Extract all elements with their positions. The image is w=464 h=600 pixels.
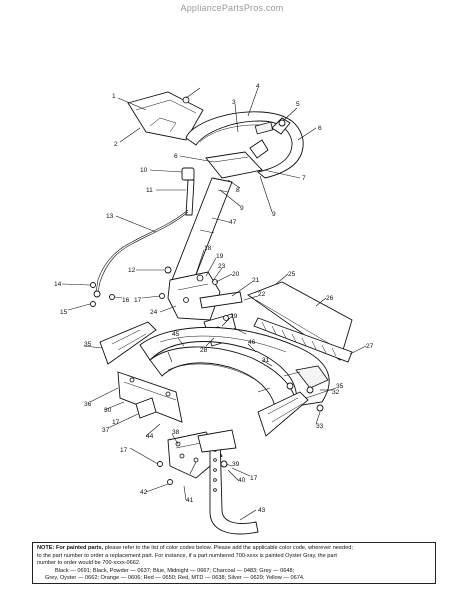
note-label: NOTE: For painted parts, — [37, 545, 104, 551]
watermark: AppliancePartsPros.com — [180, 3, 284, 13]
callout-9b: 9 — [240, 205, 244, 212]
callout-16: 16 — [122, 297, 130, 304]
callout-20: 20 — [232, 271, 240, 278]
callout-leader-lines — [61, 87, 367, 521]
callout-36: 36 — [84, 401, 92, 408]
left-side-shield — [99, 321, 157, 365]
callout-17d: 17 — [250, 475, 258, 482]
note-color-codes-1: Black — 0691; Black, Powder — 0637; Blue… — [55, 567, 295, 574]
callout-11: 11 — [146, 187, 153, 194]
handle-bracket — [205, 139, 269, 179]
handle-knob — [271, 117, 291, 135]
callout-23: 23 — [218, 263, 226, 270]
callout-labels: 1 2 3 4 5 6 6 7 8 9 9 10 11 12 13 14 15 … — [54, 83, 374, 514]
callout-32: 32 — [332, 389, 340, 396]
callout-7: 7 — [302, 175, 306, 182]
callout-25: 25 — [288, 271, 296, 278]
callout-35a: 35 — [336, 383, 344, 390]
callout-28: 28 — [200, 347, 208, 354]
callout-40: 40 — [238, 477, 246, 484]
callout-8: 8 — [236, 187, 240, 194]
callout-6a: 6 — [318, 125, 322, 132]
callout-6b: 6 — [174, 153, 178, 160]
callout-10: 10 — [140, 167, 148, 174]
callout-33b: 33 — [316, 423, 324, 430]
callout-42: 42 — [140, 489, 148, 496]
depth-bar — [197, 429, 259, 535]
callout-5: 5 — [296, 101, 300, 108]
callout-18: 18 — [204, 245, 212, 252]
handle-mount-bracket — [167, 271, 243, 321]
callout-19: 19 — [216, 253, 224, 260]
painted-parts-note: NOTE: For painted parts, please refer to… — [32, 542, 436, 584]
rear-flap — [117, 371, 183, 423]
callout-47: 47 — [229, 219, 237, 226]
callout-29: 29 — [230, 313, 238, 320]
callout-37: 37 — [102, 427, 110, 434]
control-lever — [181, 167, 195, 216]
callout-15: 15 — [60, 309, 68, 316]
callout-27: 27 — [366, 343, 374, 350]
callout-43: 43 — [258, 507, 266, 514]
note-color-codes-2: Grey, Oyster — 0662; Orange — 0606; Red … — [45, 575, 305, 582]
callout-13: 13 — [106, 213, 114, 220]
control-panel-cover — [127, 91, 204, 141]
callout-4: 4 — [256, 83, 260, 90]
callout-12: 12 — [128, 267, 136, 274]
callout-21: 21 — [252, 277, 260, 284]
callout-2: 2 — [114, 141, 118, 148]
callout-14: 14 — [54, 281, 62, 288]
callout-9a: 9 — [272, 211, 276, 218]
callout-3: 3 — [232, 99, 236, 106]
side-shield-bolts — [306, 386, 324, 412]
callout-1: 1 — [112, 93, 116, 100]
callout-26: 26 — [326, 295, 334, 302]
right-side-shield — [257, 382, 309, 437]
note-line-1: please refer to the list of color codes … — [104, 545, 353, 551]
callout-46: 46 — [248, 339, 256, 346]
handlebar — [185, 111, 304, 179]
callout-35b: 35 — [84, 341, 92, 348]
callout-41: 41 — [186, 497, 194, 504]
callout-30: 30 — [104, 407, 112, 414]
control-cable — [93, 209, 189, 298]
callout-31: 31 — [262, 357, 270, 364]
callout-17b: 17 — [112, 419, 120, 426]
callout-17a: 17 — [134, 297, 142, 304]
drag-bar — [247, 281, 353, 363]
callout-22: 22 — [258, 291, 266, 298]
callout-39: 39 — [232, 461, 240, 468]
callout-24: 24 — [150, 309, 158, 316]
callout-38: 38 — [172, 429, 180, 436]
callout-44: 44 — [146, 433, 154, 440]
callout-17c: 17 — [120, 447, 128, 454]
callout-45: 45 — [172, 331, 180, 338]
note-line-2: to the part number to order a replacemen… — [37, 552, 337, 559]
note-line-3: number to order would be 700-xxxx-0662. — [37, 560, 141, 567]
